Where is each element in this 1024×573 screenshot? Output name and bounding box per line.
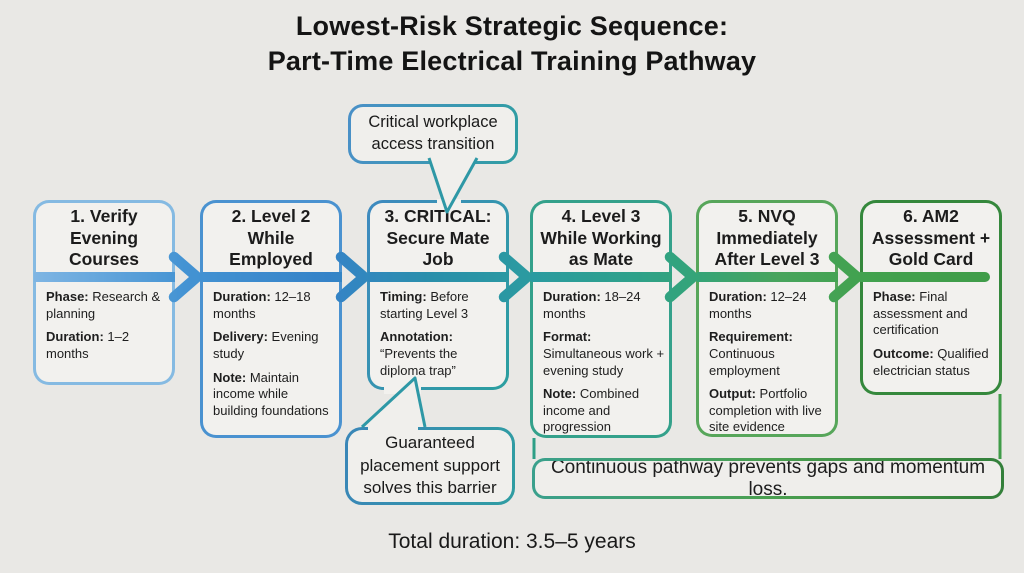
step-6-body: Phase: Final assessment and certificatio… — [873, 289, 995, 386]
banner-text: Continuous pathway prevents gaps and mom… — [550, 461, 986, 496]
step-box-1: 1. Verify Evening Courses Phase: Researc… — [33, 200, 175, 385]
field-label: Duration: — [213, 289, 271, 304]
field-timing: Timing: Before starting Level 3 — [380, 289, 502, 322]
callout-bottom-text: Guaranteed placement support solves this… — [360, 433, 500, 498]
field-output: Output: Portfolio completion with live s… — [709, 386, 831, 434]
step-6-heading: 6. AM2 Assessment + Gold Card — [871, 206, 991, 270]
total-duration-label: Total duration: 3.5–5 years — [388, 530, 636, 553]
field-label: Phase: — [873, 289, 916, 304]
field-label: Output: — [709, 386, 756, 402]
field-label: Note: — [543, 386, 577, 402]
field-requirement: Requirement: Continuous employment — [709, 329, 831, 379]
field-note: Note: Combined income and progression — [543, 386, 665, 435]
step-box-6: 6. AM2 Assessment + Gold Card Phase: Fin… — [860, 200, 1002, 395]
field-label: Outcome: — [873, 345, 934, 361]
field-text: 12–24 months — [709, 289, 807, 321]
step-2-body: Duration: 12–18 months Delivery: Evening… — [213, 289, 335, 426]
field-text: Combined income and progression — [543, 386, 640, 435]
step-2-heading: 2. Level 2 While Employed — [229, 206, 313, 270]
step-3-heading: 3. CRITICAL: Secure Mate Job — [384, 206, 492, 270]
field-text: 1–2 months — [46, 329, 130, 361]
field-label: Duration: — [709, 289, 767, 304]
step-5-body: Duration: 12–24 months Requirement: Cont… — [709, 289, 831, 434]
field-label: Duration: — [543, 289, 601, 304]
field-label: Phase: — [46, 289, 89, 304]
callout-placement-support: Guaranteed placement support solves this… — [345, 427, 515, 505]
field-text: Final assessment and certification — [873, 289, 968, 338]
field-phase: Phase: Research & planning — [46, 289, 168, 322]
field-text: Evening study — [213, 329, 319, 361]
field-label: Note: — [213, 369, 247, 385]
step-box-2: 2. Level 2 While Employed Duration: 12–1… — [200, 200, 342, 438]
field-duration: Duration: 1–2 months — [46, 329, 168, 362]
step-box-5: 5. NVQ Immediately After Level 3 Duratio… — [696, 200, 838, 437]
banner-continuous-pathway: Continuous pathway prevents gaps and mom… — [532, 458, 1004, 499]
field-text: Research & planning — [46, 289, 161, 321]
field-text: Before starting Level 3 — [380, 289, 469, 321]
chevron-right-icon — [168, 251, 203, 303]
field-text: Maintain income while building foundatio… — [213, 369, 329, 418]
field-phase: Phase: Final assessment and certificatio… — [873, 289, 995, 339]
chevron-right-icon — [664, 251, 699, 303]
field-label: Duration: — [46, 329, 104, 345]
field-text: Continuous employment — [709, 345, 780, 378]
field-label: Timing: — [380, 289, 427, 304]
step-box-4: 4. Level 3 While Working as Mate Duratio… — [530, 200, 672, 438]
step-1-body: Phase: Research & planning Duration: 1–2… — [46, 289, 168, 370]
chevron-right-icon — [335, 251, 370, 303]
field-label: Format: — [543, 329, 592, 345]
field-note: Note: Maintain income while building fou… — [213, 370, 335, 420]
field-text: Portfolio completion with live site evid… — [709, 386, 822, 434]
field-duration: Duration: 18–24 months — [543, 289, 665, 322]
step-1-heading: 1. Verify Evening Courses — [68, 206, 140, 270]
page-title: Lowest-Risk Strategic Sequence: Part-Tim… — [267, 11, 757, 77]
field-annotation: Annotation: “Prevents the diploma trap” — [380, 329, 502, 379]
field-text: Simultaneous work + evening study — [543, 345, 665, 378]
field-text: “Prevents the diploma trap” — [380, 345, 458, 378]
callout-critical-transition: Critical workplace access transition — [348, 104, 518, 164]
field-text: Qualified electrician status — [873, 345, 989, 378]
step-4-heading: 4. Level 3 While Working as Mate — [540, 206, 662, 270]
field-duration: Duration: 12–24 months — [709, 289, 831, 322]
field-label: Annotation: — [380, 329, 453, 345]
field-delivery: Delivery: Evening study — [213, 329, 335, 362]
field-label: Requirement: — [709, 329, 793, 345]
step-5-heading: 5. NVQ Immediately After Level 3 — [714, 206, 820, 270]
field-duration: Duration: 12–18 months — [213, 289, 335, 322]
field-text: 12–18 months — [213, 289, 311, 321]
field-label: Delivery: — [213, 329, 268, 345]
step-box-3: 3. CRITICAL: Secure Mate Job Timing: Bef… — [367, 200, 509, 390]
field-text: 18–24 months — [543, 289, 641, 321]
step-4-body: Duration: 18–24 months Format: Simultane… — [543, 289, 665, 435]
step-3-body: Timing: Before starting Level 3 Annotati… — [380, 289, 502, 386]
callout-top-text: Critical workplace access transition — [368, 113, 498, 153]
field-outcome: Outcome: Qualified electrician status — [873, 346, 995, 379]
field-format: Format: Simultaneous work + evening stud… — [543, 329, 665, 379]
